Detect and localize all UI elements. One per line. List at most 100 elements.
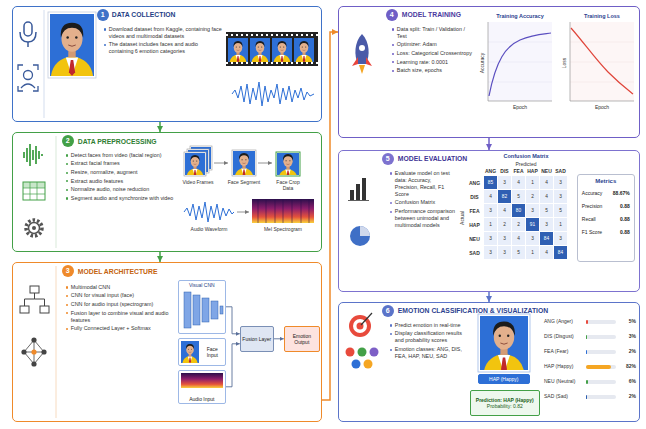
- probability-bar: [586, 365, 611, 369]
- matrix-cell: 4: [484, 190, 497, 203]
- step-number: 2: [62, 135, 74, 147]
- matrix-cell: 1: [526, 176, 539, 189]
- matrix-header: ANG: [467, 176, 482, 189]
- step-panel: DATA PREPROCESSING Detect faces from vide…: [12, 132, 322, 252]
- step-title: DATA PREPROCESSING: [78, 138, 157, 145]
- axis-label: Epoch: [500, 104, 540, 110]
- panel1-art: [228, 38, 248, 63]
- class-label: DIS (Disgust): [544, 333, 586, 339]
- panel4-art: [488, 42, 552, 82]
- matrix-cell: 3: [484, 246, 497, 259]
- panel4-art: [359, 45, 365, 51]
- metric-value: 0.88: [620, 216, 630, 222]
- class-label: NEU (Neutral): [544, 378, 586, 384]
- step-number-text: 4: [390, 11, 394, 18]
- panel5-art: [360, 226, 370, 236]
- matrix-cell: 2: [512, 218, 525, 231]
- step-panel: EMOTION CLASSIFICATION & VISUALIZATIONPr…: [338, 302, 640, 422]
- panel2-art: [23, 182, 45, 200]
- flow-arrow: [274, 338, 284, 339]
- network-icon: [31, 349, 36, 354]
- cnn-layers: [184, 292, 191, 328]
- matrix-cell: 3: [484, 232, 497, 245]
- panel1-art: [272, 38, 292, 63]
- bullet-text: Batch size, epochs: [392, 67, 476, 74]
- cnn-layers: [211, 301, 218, 319]
- bullet-text: Normalize audio, noise reduction: [66, 186, 176, 193]
- step-number: 4: [386, 9, 398, 21]
- matrix-header: FEA: [467, 204, 482, 217]
- matrix-header: DIS: [467, 190, 482, 203]
- step-number: 5: [382, 153, 394, 165]
- panel1-art: [250, 38, 270, 63]
- matrix-header: FEA: [512, 168, 525, 174]
- flow-arrow: [488, 292, 490, 302]
- panel1-art: [48, 12, 96, 78]
- box-text: Probability: 0.82: [487, 403, 523, 409]
- matrix-cell: 3: [526, 232, 539, 245]
- matrix-cell: 4: [498, 204, 511, 217]
- step-panel: DATA COLLECTIONDownload dataset from Kag…: [12, 6, 322, 122]
- step-title: MODEL ARCHITECTURE: [78, 268, 158, 275]
- bullet-list: Evaluate model on test data: Accuracy, P…: [390, 170, 456, 231]
- probability-bar: [586, 350, 587, 354]
- metric-row: F1 Score0.88: [582, 229, 630, 235]
- matrix-cell: 5: [554, 204, 567, 217]
- matrix-cell: 4: [512, 176, 525, 189]
- step-number-text: 5: [386, 155, 390, 162]
- hierarchy-icon: [20, 306, 29, 313]
- mic-icon: [27, 42, 29, 47]
- panel4-art: [488, 22, 552, 101]
- bullet-text: Detect faces from video (facial region): [66, 152, 176, 159]
- matrix-cell: 5: [512, 246, 525, 259]
- panel5-art: [348, 200, 369, 201]
- matrix-header: HAP: [526, 168, 539, 174]
- metric-value: 0.88: [620, 203, 630, 209]
- bullet-text: Download dataset from Kaggle, containing…: [104, 26, 222, 40]
- matrix-cell: 4: [540, 176, 553, 189]
- bullet-text: CNN for audio input (spectrogram): [66, 301, 172, 308]
- panel6-art: [478, 314, 530, 372]
- box-text: Visual CNN: [189, 282, 215, 288]
- matrix-cell: 85: [484, 176, 497, 189]
- bullet-list: Predict emotion in real-timeDisplay clas…: [390, 322, 470, 362]
- matrix-header: NEU: [467, 232, 482, 245]
- matrix-cell: 4: [512, 232, 525, 245]
- panel4-art: [489, 33, 551, 96]
- panel6-art: [364, 360, 373, 369]
- box-text: Face Input: [201, 346, 224, 358]
- metric-name: Precision: [582, 203, 603, 209]
- hierarchy-icon: [30, 286, 39, 293]
- panel2-art: [23, 182, 45, 200]
- matrix-cell: 84: [540, 232, 553, 245]
- step-number-text: 6: [386, 307, 390, 314]
- panel2-art: [56, 136, 57, 248]
- probability-value: 5%: [618, 318, 636, 324]
- metric-name: Recall: [582, 216, 596, 222]
- panel2-art: [24, 144, 42, 166]
- panel6-art: [346, 313, 531, 373]
- probability-value: 6%: [618, 378, 636, 384]
- network-icon: [31, 337, 36, 342]
- probability-bar: [586, 380, 588, 384]
- step-number: 1: [97, 9, 109, 21]
- hierarchy-icon: [25, 293, 45, 306]
- probability-track: [586, 380, 616, 384]
- bullet-text: CNN for visual input (face): [66, 292, 172, 299]
- bullet-list: Data split: Train / Validation / TestOpt…: [392, 26, 476, 76]
- bullet-text: Evaluate model on test data: Accuracy, P…: [390, 170, 456, 198]
- panel2-art: [232, 150, 256, 176]
- probability-bar: [586, 320, 588, 324]
- face-scan-icon: [18, 65, 38, 91]
- matrix-cell: 1: [554, 218, 567, 231]
- input-box: Audio Input: [178, 370, 226, 404]
- panel6-art: [361, 313, 372, 325]
- result-tag: HAP (Happy): [478, 374, 530, 384]
- panel4-art: [359, 65, 365, 74]
- bullet-text: Learning rate: 0.0001: [392, 59, 476, 66]
- network-icon: [31, 361, 36, 366]
- probability-track: [586, 395, 616, 399]
- matrix-header: ANG: [484, 168, 497, 174]
- panel5-art: [362, 178, 366, 200]
- probability-bar: [586, 335, 587, 339]
